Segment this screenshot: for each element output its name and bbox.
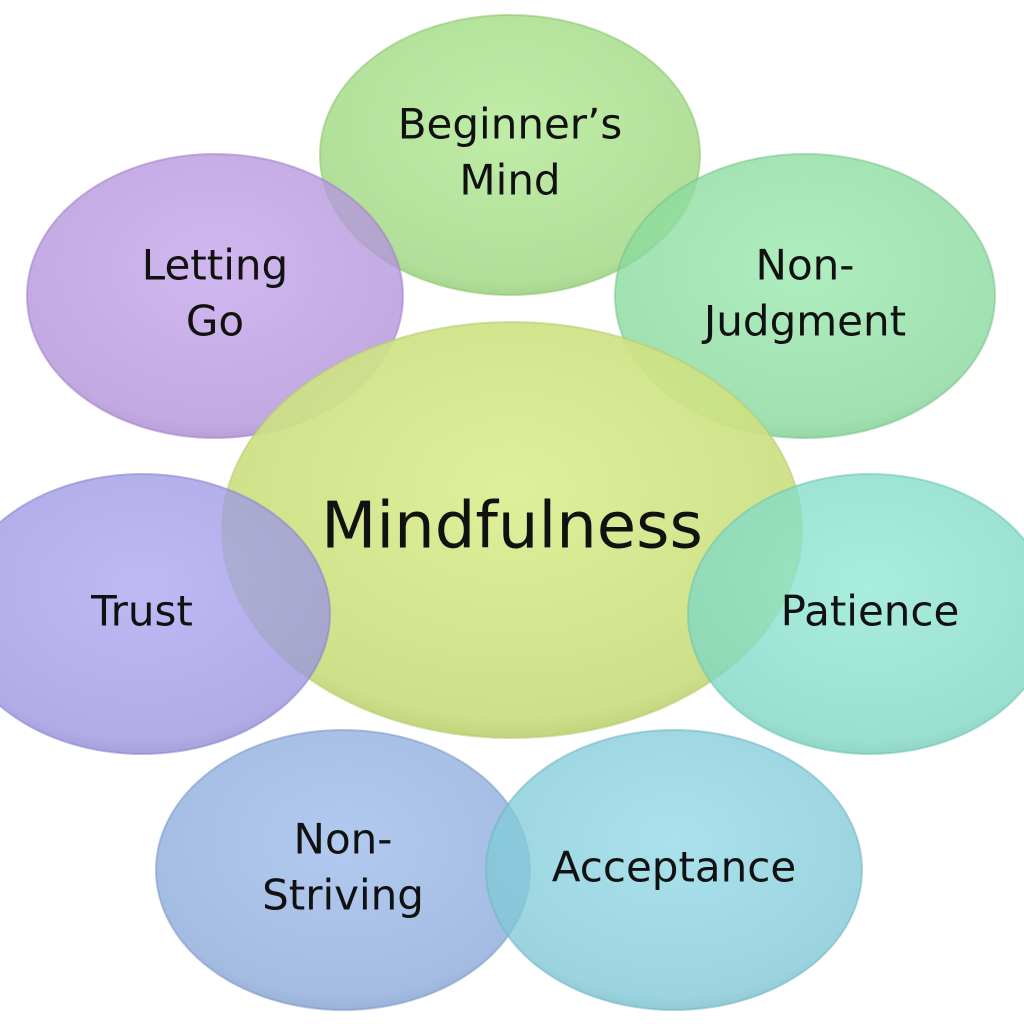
ellipse-beginners-mind (319, 14, 701, 296)
beginners-mind-label-line: Mind (459, 156, 560, 205)
letting-go-label-line: Go (186, 297, 244, 346)
ellipse-trust (0, 473, 331, 755)
bubble-patience (687, 473, 1024, 755)
non-striving-label-line: Non- (294, 815, 393, 864)
non-judgment-label-line: Judgment (701, 297, 906, 346)
ellipse-letting-go (26, 153, 404, 439)
non-striving-label-line: Striving (262, 871, 424, 920)
beginners-mind-label-line: Beginner’s (398, 100, 623, 149)
bubble-beginners-mind (319, 14, 701, 296)
bubble-acceptance (485, 729, 863, 1011)
ellipse-patience (687, 473, 1024, 755)
center-label-line: Mindfulness (321, 490, 703, 564)
bubble-letting-go (26, 153, 404, 439)
patience-label-line: Patience (781, 587, 960, 636)
ellipse-non-judgment (614, 153, 996, 439)
letting-go-label-line: Letting (142, 241, 288, 290)
bubble-non-judgment (614, 153, 996, 439)
acceptance-label-line: Acceptance (552, 843, 796, 892)
non-judgment-label-line: Non- (756, 241, 855, 290)
bubble-trust (0, 473, 331, 755)
trust-label-line: Trust (90, 587, 193, 636)
ellipse-acceptance (485, 729, 863, 1011)
